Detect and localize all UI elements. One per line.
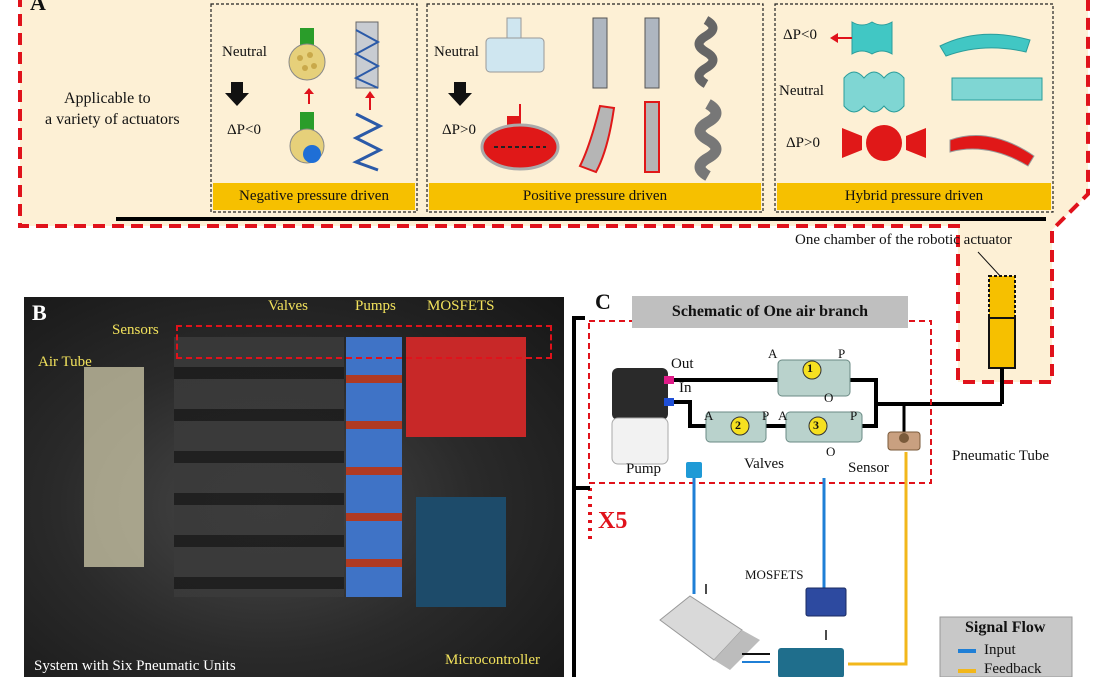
panel-c-letter: C <box>595 289 611 314</box>
bellows-actuator-contracted <box>352 91 384 172</box>
photo-mosfet-boards <box>406 337 526 437</box>
mosfets-caption: MOSFETS <box>745 567 804 582</box>
hybrid-dp-pos-label: ΔP>0 <box>786 135 820 151</box>
bulb-actuator-neutral <box>485 17 545 73</box>
granular-actuator-neutral <box>288 28 326 81</box>
applicable-line2: a variety of actuators <box>45 111 180 128</box>
x5-label: X5 <box>598 508 628 534</box>
sensors-label: Sensors <box>112 322 159 338</box>
applicable-line1: Applicable to <box>64 90 151 107</box>
photo-highlight-box <box>176 325 552 359</box>
valve-3 <box>785 411 863 443</box>
valve3-port-o: O <box>826 444 836 459</box>
laptop-icon <box>659 595 760 670</box>
feedback-line <box>848 452 908 666</box>
pump-label: Pump <box>626 461 662 477</box>
valve1-port-a: A <box>768 346 778 361</box>
valve-connector-icon <box>686 462 702 478</box>
pneumatic-tube-label: Pneumatic Tube <box>952 448 1050 464</box>
pump-out-label: Out <box>671 356 694 372</box>
hybrid-bellows-actuators <box>830 21 1043 167</box>
negative-neutral-label: Neutral <box>222 44 267 60</box>
positive-caption: Positive pressure driven <box>429 183 761 210</box>
photo-microcontroller <box>416 497 506 607</box>
mosfets-label: MOSFETS <box>427 298 495 314</box>
negative-dp-label: ΔP<0 <box>227 122 261 138</box>
valve-2 <box>705 411 767 443</box>
valve3-port-p: P <box>850 408 858 423</box>
air-tube-label: Air Tube <box>38 354 92 370</box>
schematic-title: Schematic of One air branch <box>632 296 908 328</box>
photo-left-boards <box>84 367 144 567</box>
hybrid-caption: Hybrid pressure driven <box>777 183 1051 210</box>
positive-neutral-label: Neutral <box>434 44 479 60</box>
valve2-number: 2 <box>735 418 741 432</box>
actuator-chamber <box>876 251 1016 406</box>
bellows-actuator-neutral <box>353 21 381 89</box>
panel-a-separator <box>116 217 1046 221</box>
tubing-in <box>674 400 706 428</box>
down-arrow-icon <box>225 82 249 106</box>
hybrid-dp-neg-label: ΔP<0 <box>783 27 817 43</box>
signal-flow-feedback: Feedback <box>984 661 1042 677</box>
braided-tube-actuators <box>578 16 722 181</box>
chamber-label: One chamber of the robotic actuator <box>795 232 1012 248</box>
pump-icon <box>611 368 674 465</box>
granular-actuator-vacuum <box>289 88 325 164</box>
microcontroller-icon <box>778 648 844 677</box>
photo-pump-bank <box>346 337 402 597</box>
valves-caption: Valves <box>744 456 784 472</box>
valve-1 <box>777 359 851 397</box>
signal-flow-title: Signal Flow <box>965 619 1046 636</box>
valve1-port-o: O <box>824 390 834 405</box>
pump-in-label: In <box>679 380 692 396</box>
signal-flow-input: Input <box>984 642 1016 658</box>
negative-caption: Negative pressure driven <box>213 183 415 210</box>
sensor-label: Sensor <box>848 460 889 476</box>
valve1-number: 1 <box>807 361 813 375</box>
panel-a-letter: A <box>30 0 46 15</box>
down-arrow-icon <box>448 82 472 106</box>
negative-box <box>210 3 418 213</box>
input-line-left <box>692 474 696 594</box>
valve1-port-p: P <box>838 346 846 361</box>
bulb-actuator-inflated <box>480 104 560 171</box>
positive-dp-label: ΔP>0 <box>442 122 476 138</box>
tubing-sensor <box>876 402 906 432</box>
positive-box <box>426 3 764 213</box>
valves-label: Valves <box>268 298 308 314</box>
mosfet-board-icon <box>805 587 847 617</box>
microcontroller-label: Microcontroller <box>445 652 540 668</box>
hybrid-neutral-label: Neutral <box>779 83 824 99</box>
valve3-number: 3 <box>813 418 819 432</box>
pumps-label: Pumps <box>355 298 396 314</box>
pressure-sensor-icon <box>887 431 921 451</box>
system-photo <box>24 297 564 677</box>
valve2-port-p: P <box>762 408 770 423</box>
hybrid-box <box>774 3 1054 213</box>
panel-b-letter: B <box>32 300 47 325</box>
signal-flow-legend <box>939 616 1073 677</box>
system-caption: System with Six Pneumatic Units <box>34 658 236 674</box>
valve3-port-a: A <box>778 408 788 423</box>
valve2-port-a: A <box>704 408 714 423</box>
photo-valve-bank <box>174 337 344 597</box>
panel-c-bracket <box>572 316 585 677</box>
